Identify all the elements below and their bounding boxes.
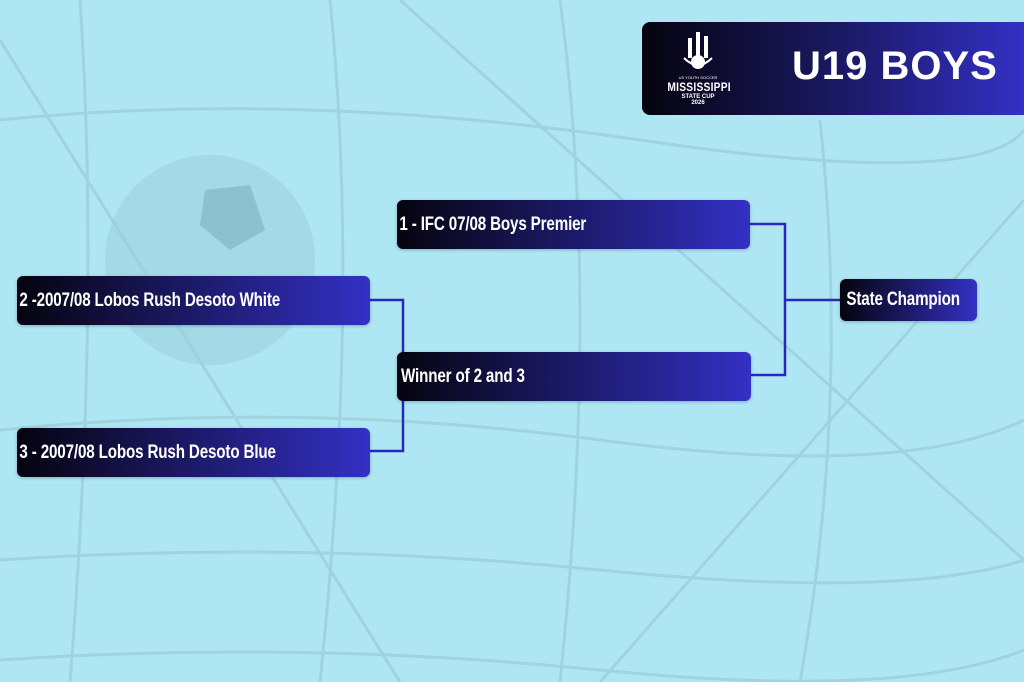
logo-text-year: 2026	[691, 100, 705, 106]
bracket-slot-seed-1[interactable]: 1 - IFC 07/08 Boys Premier	[397, 200, 750, 249]
page-title: U19 BOYS	[792, 44, 998, 88]
bracket-slot-seed-3[interactable]: 3 - 2007/08 Lobos Rush Desoto Blue	[17, 428, 370, 477]
team-name: 2 -2007/08 Lobos Rush Desoto White	[19, 289, 281, 311]
bracket-slot-winner-2-3[interactable]: Winner of 2 and 3	[397, 352, 751, 401]
team-name: Winner of 2 and 3	[401, 365, 525, 387]
logo-emblem-icon	[683, 32, 713, 69]
logo-text-state: MISSISSIPPI	[667, 80, 731, 94]
team-name: 1 - IFC 07/08 Boys Premier	[399, 213, 587, 235]
division-header: US YOUTH SOCCER MISSISSIPPI STATE CUP 20…	[642, 22, 1024, 115]
team-name: 3 - 2007/08 Lobos Rush Desoto Blue	[19, 441, 276, 463]
logo-text-cup: STATE CUP	[681, 94, 715, 100]
bracket-slot-champion[interactable]: State Champion	[840, 279, 977, 321]
champion-label: State Champion	[846, 289, 960, 310]
mississippi-state-cup-logo: US YOUTH SOCCER MISSISSIPPI STATE CUP 20…	[662, 32, 734, 108]
bracket-slot-seed-2[interactable]: 2 -2007/08 Lobos Rush Desoto White	[17, 276, 370, 325]
logo-text-org: US YOUTH SOCCER	[678, 75, 718, 80]
connector-round2	[750, 222, 840, 377]
